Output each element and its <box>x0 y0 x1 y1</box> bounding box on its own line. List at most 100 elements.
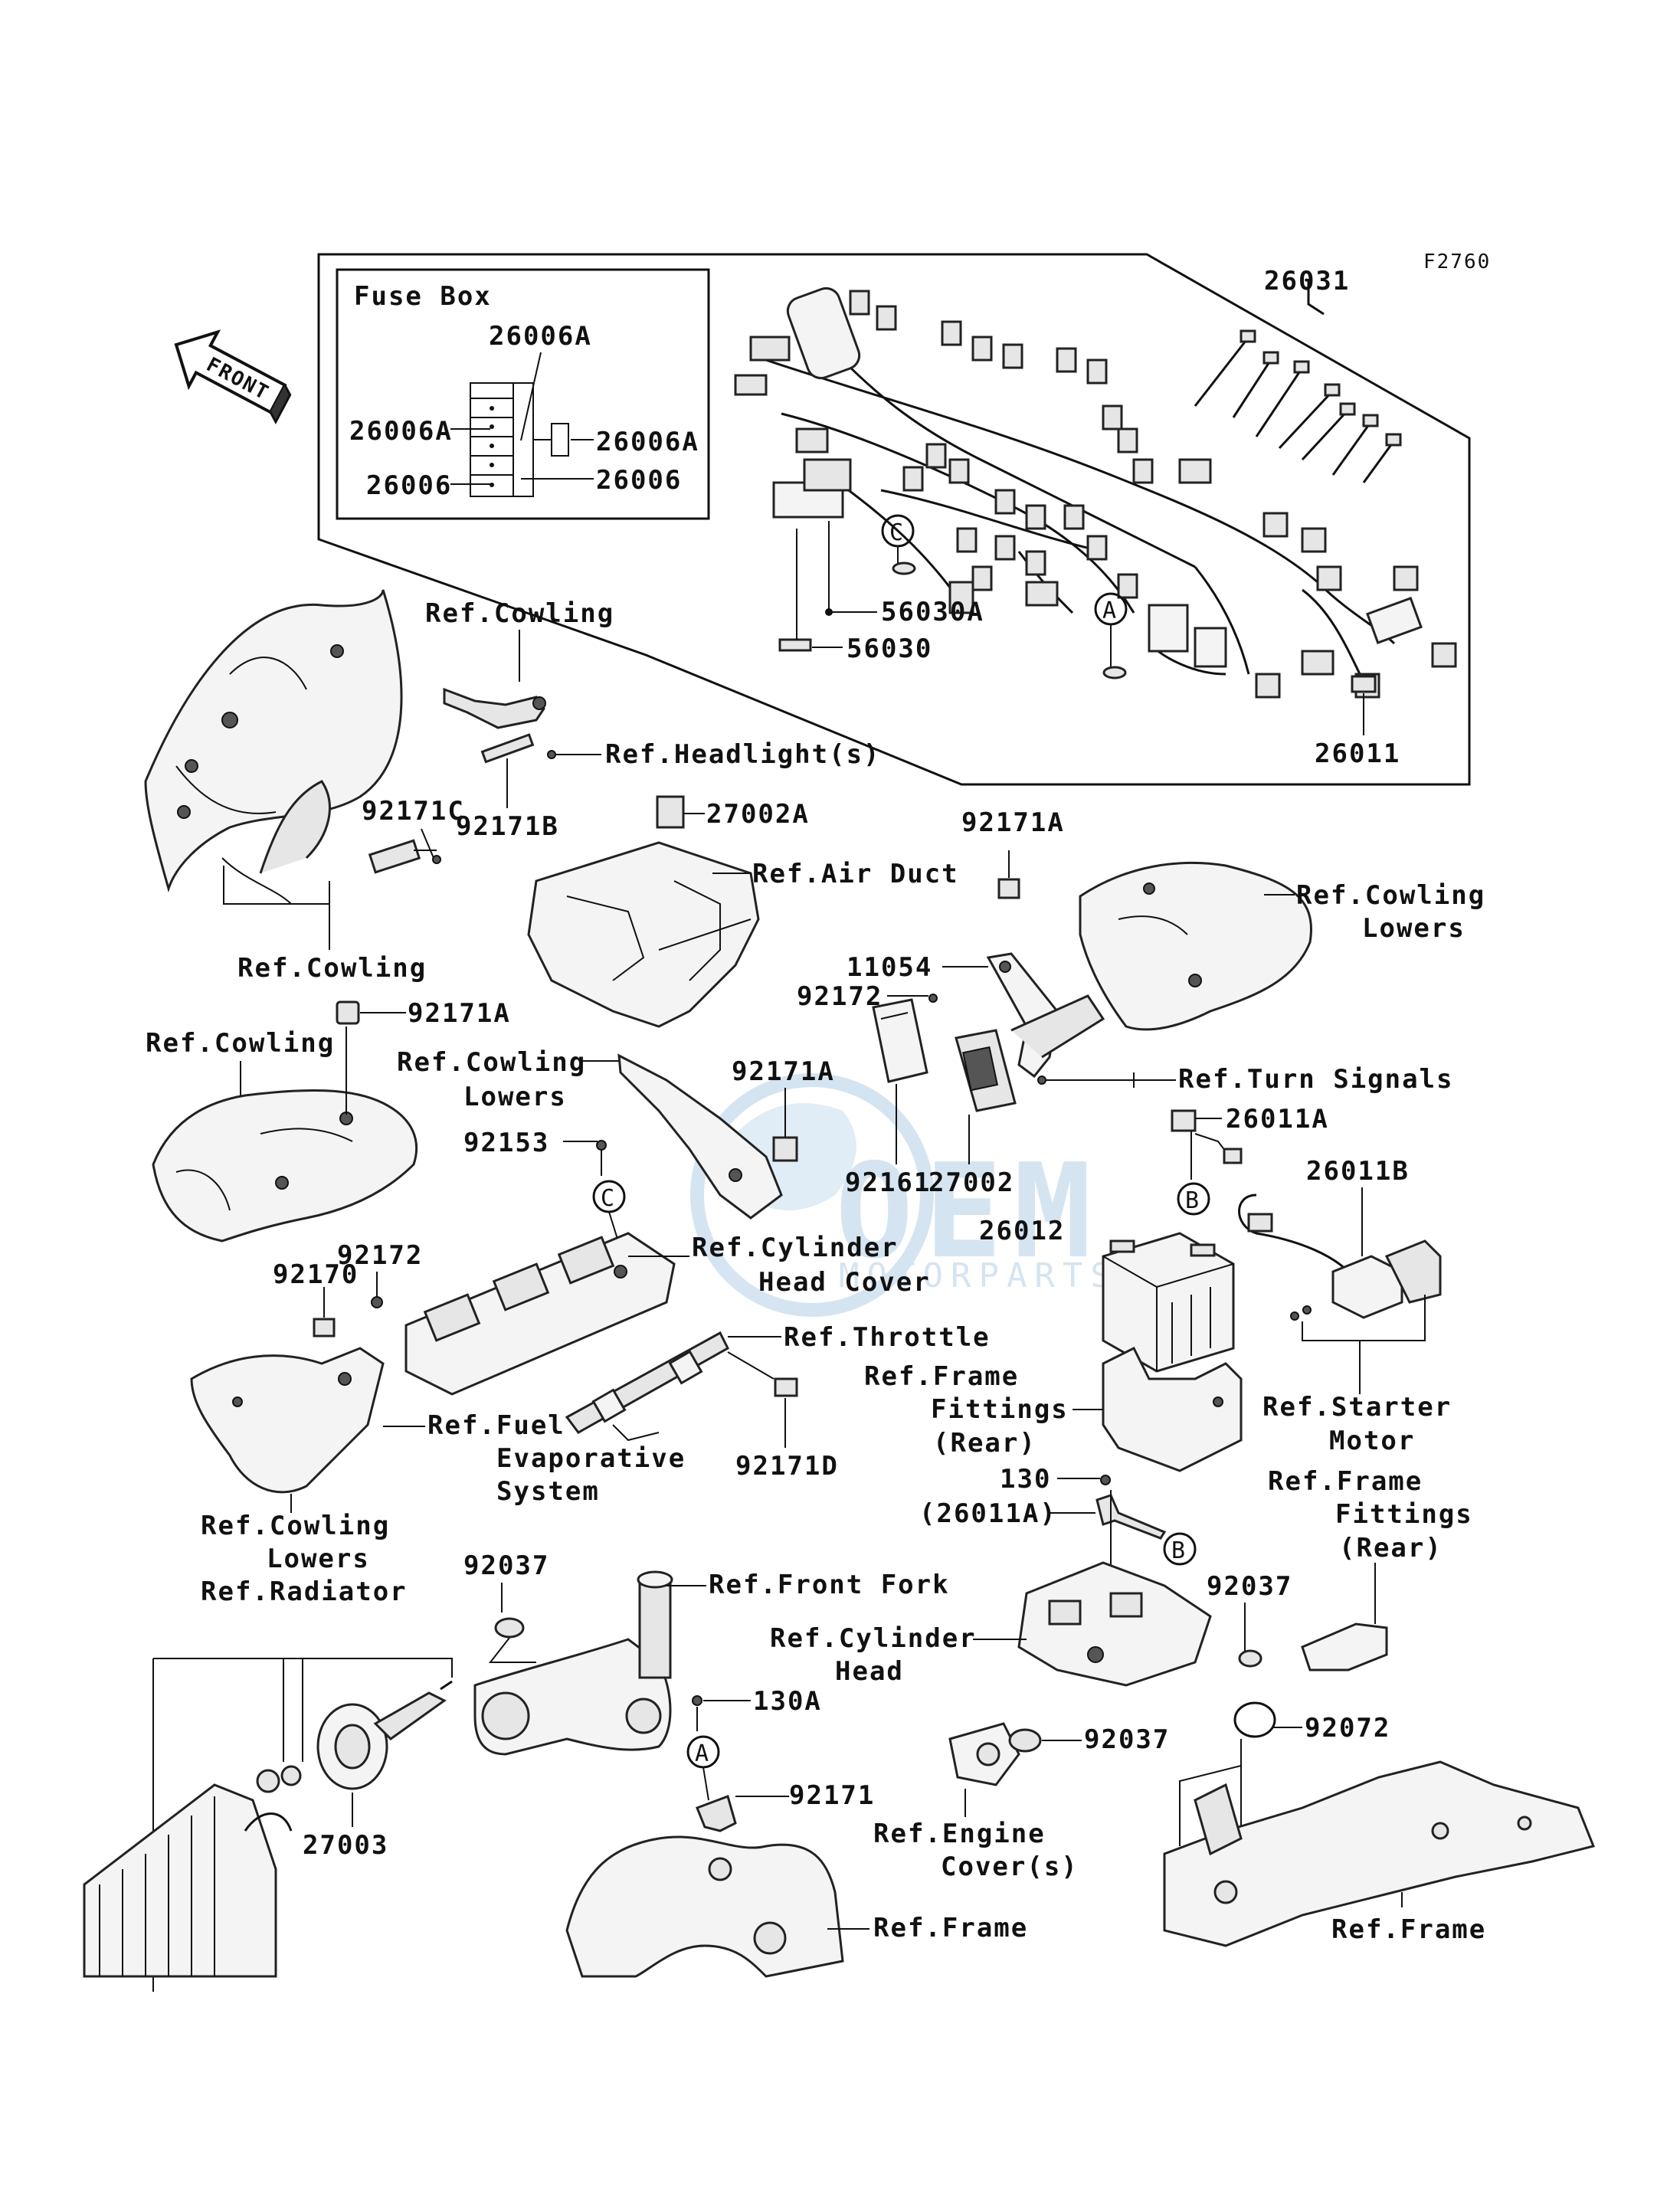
callout-26012: 26012 <box>979 1216 1065 1246</box>
figure-code: F2760 <box>1423 250 1491 273</box>
marker-c-harness: C <box>881 514 916 575</box>
ref-cyl-head-cover-1: Ref.Cylinder <box>692 1233 899 1263</box>
frame-rear-part <box>1163 1760 1596 1947</box>
ref-turn-signals: Ref.Turn Signals <box>1178 1064 1454 1095</box>
clip-92170 <box>313 1318 336 1338</box>
svg-text:A: A <box>1102 598 1116 624</box>
ref-engine-cover-2: Cover(s) <box>941 1852 1079 1882</box>
ref-frame-fittings-a-1: Ref.Frame <box>864 1361 1019 1392</box>
svg-text:B: B <box>1185 1187 1199 1214</box>
inner-cowling-part <box>152 1026 418 1243</box>
bracket-cowling <box>443 687 545 729</box>
ref-fuel-evap-3: System <box>496 1476 600 1507</box>
band-92072 <box>1233 1701 1276 1738</box>
frame-front-part <box>565 1835 844 1978</box>
marker-b-relay: B <box>1177 1182 1210 1216</box>
ref-cowling-top-left: Ref.Cowling <box>237 953 427 984</box>
svg-text:A: A <box>695 1740 709 1767</box>
svg-text:B: B <box>1171 1537 1185 1564</box>
callout-92170: 92170 <box>273 1259 359 1290</box>
engine-cover-part <box>948 1722 1020 1786</box>
fuse-label-26006A-right: 26006A <box>596 427 699 457</box>
ground-lead <box>1095 1494 1167 1540</box>
callout-92171B: 92171B <box>456 811 559 842</box>
frame-fitting-rear <box>1301 1622 1388 1671</box>
clip-92171A-mid <box>772 1136 798 1162</box>
callout-26011B: 26011B <box>1306 1156 1410 1187</box>
battery-26012 <box>1102 1232 1235 1373</box>
callout-92172-mid: 92172 <box>797 981 883 1012</box>
harness-enclosure <box>317 253 1471 786</box>
ref-starter-motor-2: Motor <box>1329 1426 1415 1456</box>
callout-27003: 27003 <box>303 1830 388 1861</box>
ref-cowling-lowers-right-1: Ref.Cowling <box>1296 880 1485 911</box>
marker-c-head: C <box>592 1180 626 1249</box>
ref-engine-cover-1: Ref.Engine <box>873 1819 1046 1849</box>
air-duct-part <box>527 841 760 1028</box>
plate-92171B <box>480 733 535 764</box>
callout-92172-left: 92172 <box>337 1240 423 1271</box>
marker-a-frame: A <box>686 1735 720 1769</box>
ref-frame-right: Ref.Frame <box>1331 1914 1486 1945</box>
ecu-27002 <box>955 1029 1017 1112</box>
throttle-body-part <box>565 1331 729 1442</box>
clip-92171D <box>774 1377 798 1397</box>
ref-frame-fittings-a-3: (Rear) <box>933 1428 1036 1459</box>
harness-clamps <box>1194 329 1402 483</box>
fuse-box-title: Fuse Box <box>354 281 492 312</box>
svg-text:C: C <box>889 519 903 546</box>
lower-cowling-right <box>1079 861 1312 1031</box>
ecu-92161 <box>872 998 928 1083</box>
steering-stem-part <box>473 1570 673 1756</box>
fuse-label-26006A-top: 26006A <box>489 321 592 352</box>
watermark-sub: MOTORPARTS <box>839 1256 1118 1295</box>
callout-92171A-right: 92171A <box>961 807 1065 838</box>
ref-cowling-lowers-mid-1: Ref.Cowling <box>397 1047 586 1078</box>
ref-frame-fittings-b-2: Fittings <box>1335 1499 1473 1530</box>
callout-92171D: 92171D <box>735 1451 839 1482</box>
callout-26031: 26031 <box>1264 266 1350 296</box>
grommet-56030 <box>778 638 812 652</box>
fuse-label-26006-right: 26006 <box>596 465 682 496</box>
ref-cowling-lowers-left-2: Lowers <box>267 1544 370 1574</box>
relay-26011A <box>1171 1109 1197 1132</box>
ref-cowling-lowers-mid-2: Lowers <box>463 1082 567 1112</box>
marker-a-harness: A <box>1094 592 1128 679</box>
bracket-11054 <box>986 952 1105 1079</box>
marker-b-ground: B <box>1163 1532 1197 1566</box>
ref-frame-fittings-b-1: Ref.Frame <box>1268 1466 1423 1497</box>
front-arrow-icon: FRONT <box>174 329 292 424</box>
radiator-part <box>83 1783 293 1978</box>
callout-92171A-left: 92171A <box>408 998 511 1029</box>
fuse-label-26006-left: 26006 <box>366 470 452 501</box>
callout-130: 130 <box>1000 1464 1051 1495</box>
callout-92037-engine: 92037 <box>1084 1724 1170 1755</box>
clamp-92171 <box>696 1795 737 1832</box>
ref-fuel-evap-1: Ref.Fuel <box>427 1410 565 1441</box>
callout-130A: 130A <box>753 1686 822 1717</box>
ref-cowling-lowers-right-2: Lowers <box>1362 913 1465 944</box>
callout-26011A-paren: (26011A) <box>919 1498 1057 1529</box>
ref-frame-fittings-b-3: (Rear) <box>1339 1533 1443 1563</box>
clip-92037-mid <box>494 1617 525 1639</box>
cylinder-head-part <box>1017 1561 1212 1687</box>
clip-92171A-left <box>336 1000 360 1025</box>
horn-27003 <box>316 1691 447 1790</box>
ref-cowling-lowers-left-1: Ref.Cowling <box>201 1511 390 1541</box>
ref-fuel-evap-2: Evaporative <box>496 1443 686 1474</box>
callout-27002A: 27002A <box>706 799 810 830</box>
ref-cyl-head-cover-2: Head Cover <box>758 1267 931 1298</box>
ref-frame-fittings-a-2: Fittings <box>931 1394 1069 1425</box>
callout-92171A-mid: 92171A <box>732 1056 835 1087</box>
ref-headlights: Ref.Headlight(s) <box>605 739 881 770</box>
ref-cowling-top: Ref.Cowling <box>425 598 614 629</box>
callout-56030: 56030 <box>847 634 932 664</box>
clip-92171A-right <box>997 878 1020 899</box>
callout-92171: 92171 <box>789 1780 875 1811</box>
upper-cowling-part <box>144 589 403 905</box>
callout-11054: 11054 <box>847 952 932 983</box>
callout-26011A: 26011A <box>1226 1104 1329 1135</box>
ref-cyl-head-2: Head <box>835 1656 904 1687</box>
lower-cowling-bracket-left <box>190 1347 385 1494</box>
